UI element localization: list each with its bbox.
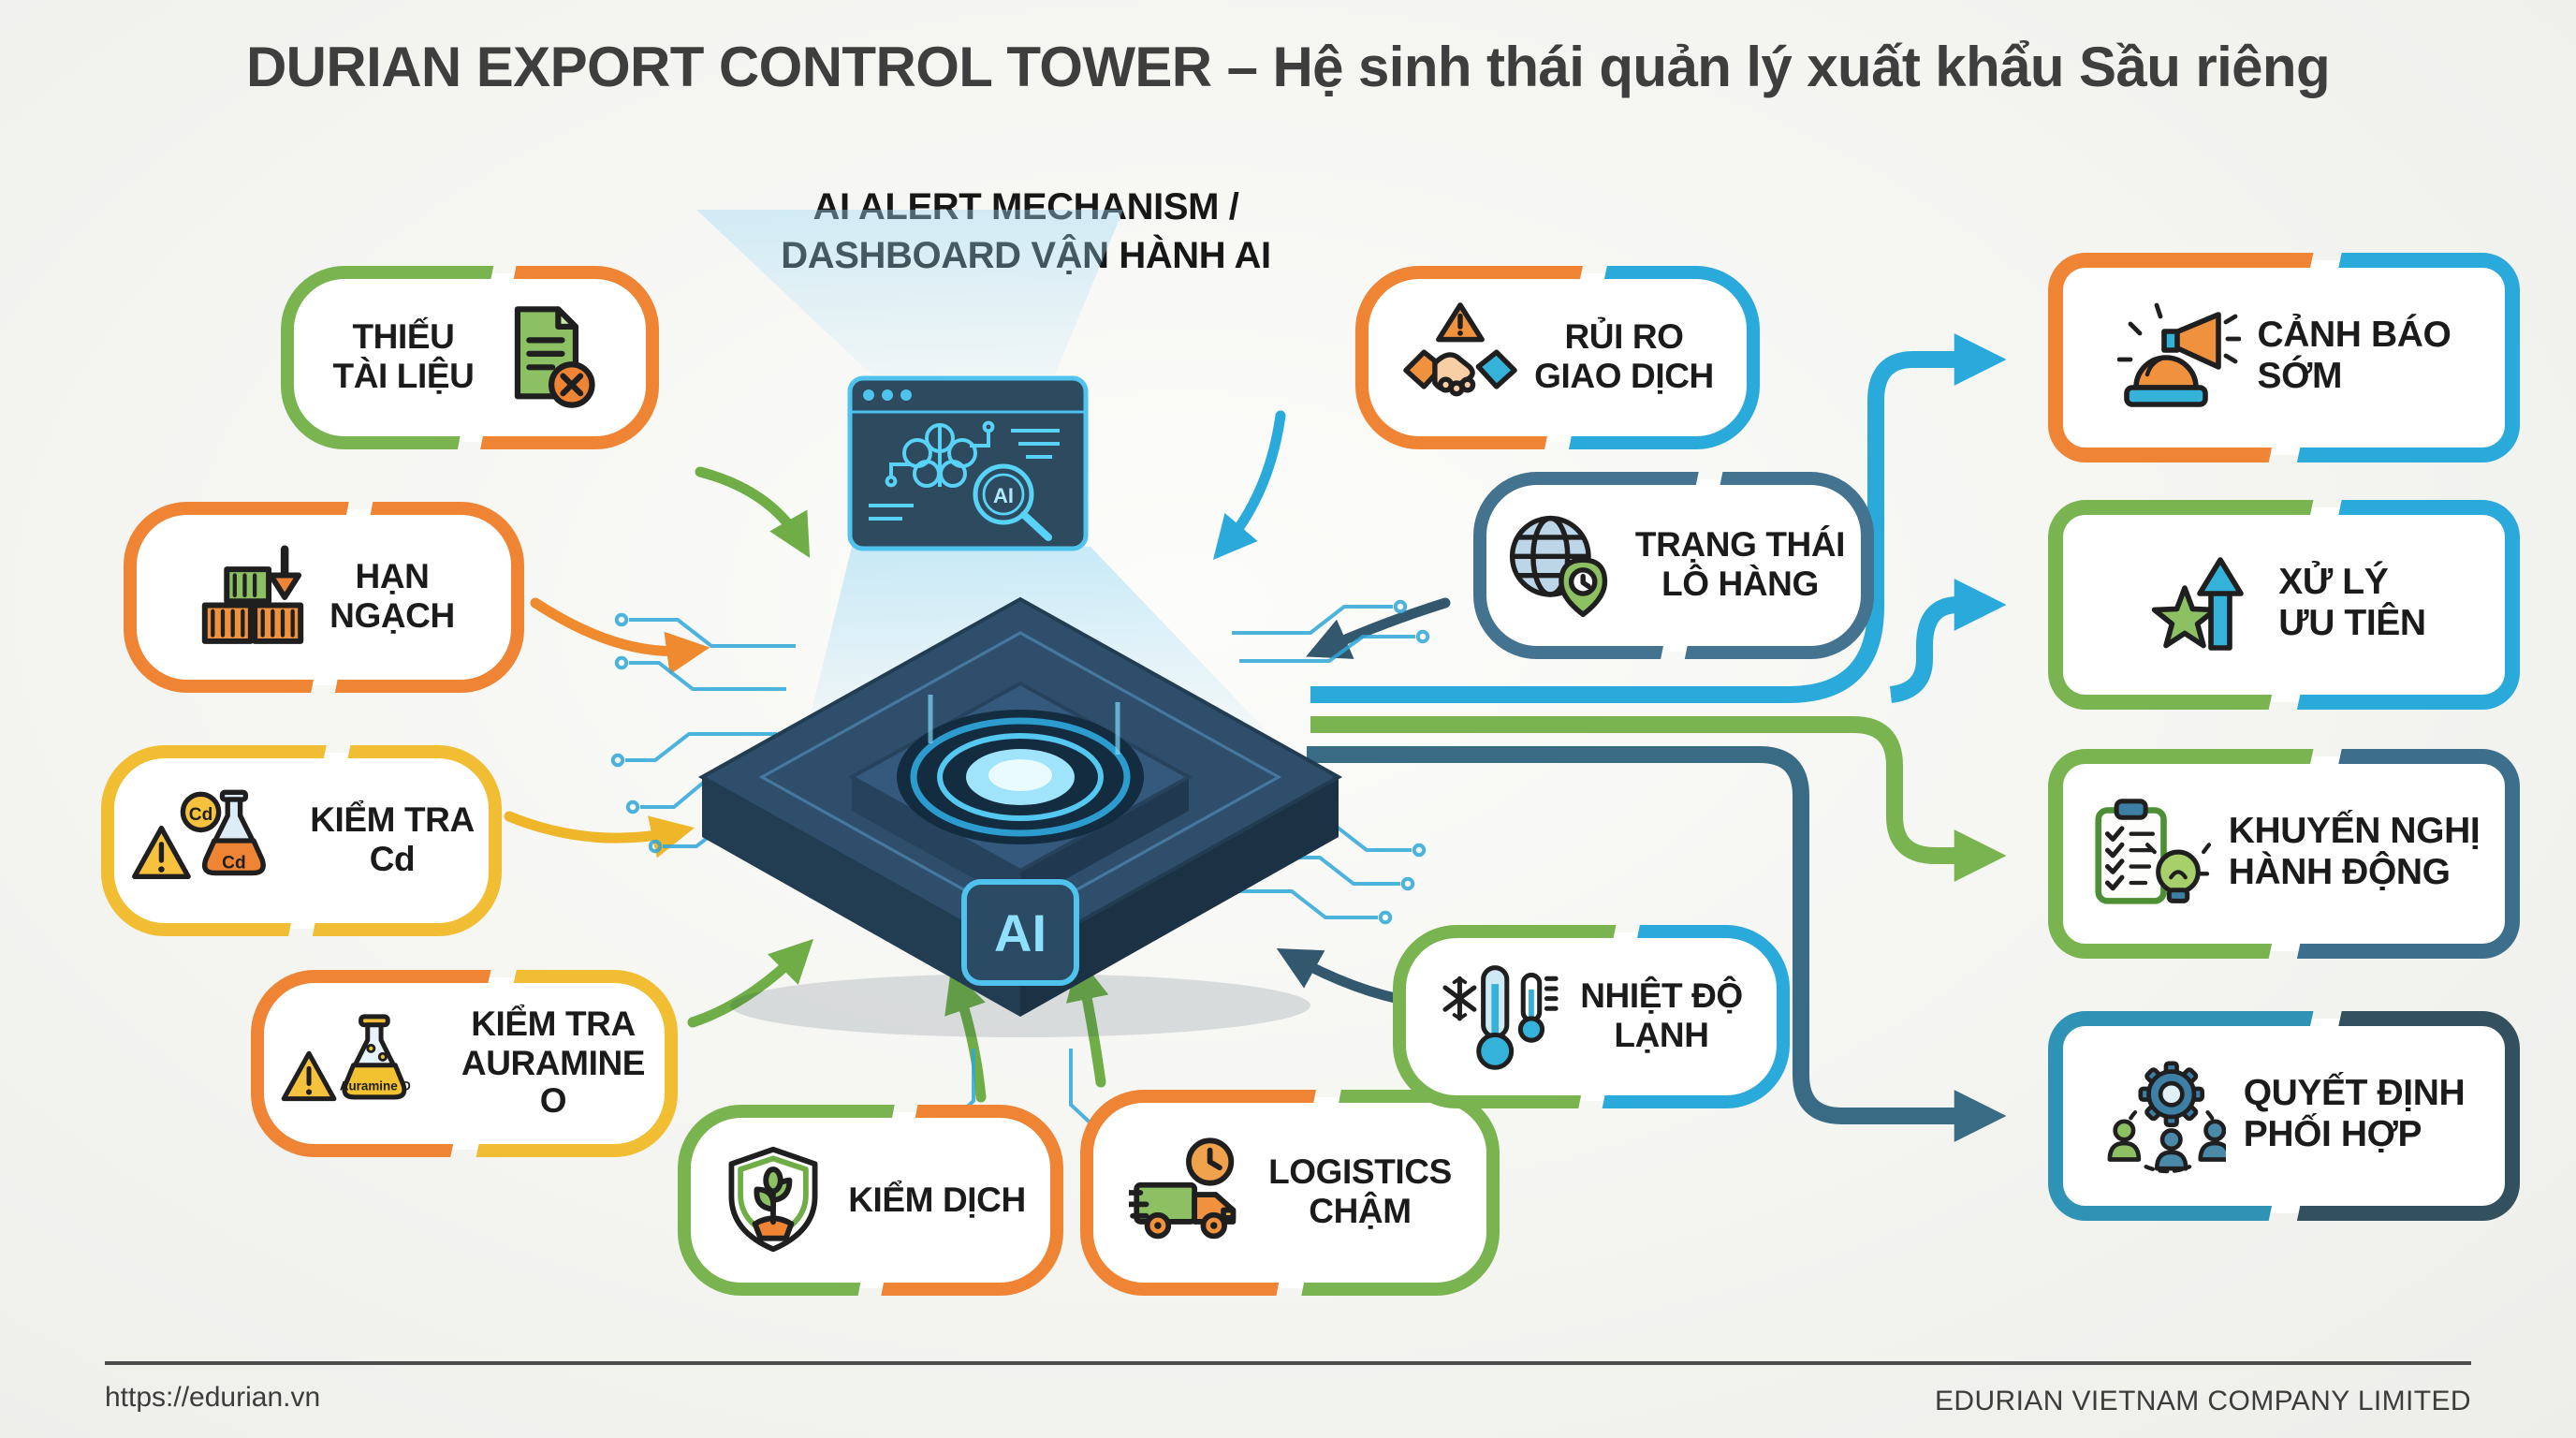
auramine-flask-icon: Auramine O: [277, 1007, 438, 1120]
node-border-left: [2048, 749, 2318, 959]
siren-megaphone-icon: [2116, 298, 2241, 418]
node-border-right: [2293, 500, 2520, 710]
quarantine-shield-icon: [715, 1142, 831, 1258]
ai-magnifier-icon: AI: [973, 463, 1052, 541]
node-border-left: [1355, 266, 1587, 449]
svg-text:AI: AI: [993, 484, 1014, 507]
input-node-quarantine: KIỂM DỊCH: [678, 1105, 1063, 1296]
node-border-left: [101, 745, 329, 936]
node-border-right: [1599, 925, 1790, 1108]
node-label: KIỂM DỊCH: [848, 1179, 1026, 1219]
node-border-left: [2048, 500, 2318, 710]
node-border-left: [2048, 1011, 2318, 1221]
globe-tracking-icon: [1502, 507, 1618, 624]
ai-chip-illustration: AI: [646, 515, 1395, 1086]
node-border-right: [2293, 253, 2520, 462]
page-title: DURIAN EXPORT CONTROL TOWER – Hệ sinh th…: [245, 37, 2331, 99]
node-border-right: [477, 266, 659, 449]
node-border-right: [2293, 749, 2520, 959]
node-border-right: [1681, 472, 1874, 659]
gear-people-icon: [2103, 1058, 2227, 1174]
handshake-risk-icon: [1401, 301, 1517, 414]
window-dots: [863, 389, 912, 401]
container-quota-icon: [193, 541, 313, 653]
chip-ai-badge: [961, 879, 1079, 986]
node-border-left: [2048, 253, 2318, 462]
node-border-right: [1565, 266, 1760, 449]
node-border-left: [678, 1105, 898, 1296]
node-border-right: [2293, 1011, 2520, 1221]
center-label: AI ALERT MECHANISM / DASHBOARD VẬN HÀNH …: [734, 183, 1318, 281]
node-border-right: [331, 502, 524, 693]
output-connectors: [1307, 333, 2007, 1142]
document-missing-icon: [490, 300, 607, 416]
node-border-left: [1473, 472, 1702, 659]
node-border-left: [1080, 1090, 1320, 1296]
cold-thermometer-icon: [1440, 959, 1563, 1075]
brain-icon: [885, 420, 995, 488]
node-border-right: [309, 745, 502, 936]
footer-divider: [105, 1361, 2471, 1365]
node-border-right: [473, 970, 678, 1157]
star-arrow-icon: [2142, 549, 2261, 661]
ai-dashboard-window: AI: [846, 374, 1090, 562]
center-label-line1: AI ALERT MECHANISM /: [812, 187, 1239, 228]
node-border-left: [124, 502, 352, 693]
svg-text:Cd: Cd: [188, 805, 212, 825]
node-border-left: [281, 266, 497, 449]
checklist-bulb-icon: [2088, 796, 2212, 912]
window-text-lines: [869, 429, 1060, 521]
node-border-left: [1393, 925, 1619, 1108]
logistics-truck-icon: [1128, 1133, 1251, 1253]
chip-ai-badge-label: AI: [994, 903, 1046, 962]
cadmium-flask-icon: Cd Cd: [128, 783, 293, 899]
footer-url[interactable]: https://edurian.vn: [105, 1382, 321, 1414]
footer-company: EDURIAN VIETNAM COMPANY LIMITED: [1934, 1386, 2471, 1417]
node-border-right: [878, 1105, 1063, 1296]
input-arrows: [504, 410, 1451, 1103]
svg-text:Cd: Cd: [221, 854, 244, 873]
center-label-line2: DASHBOARD VẬN HÀNH AI: [781, 236, 1271, 277]
svg-text:Auramine O: Auramine O: [340, 1079, 411, 1093]
node-border-left: [251, 970, 494, 1157]
